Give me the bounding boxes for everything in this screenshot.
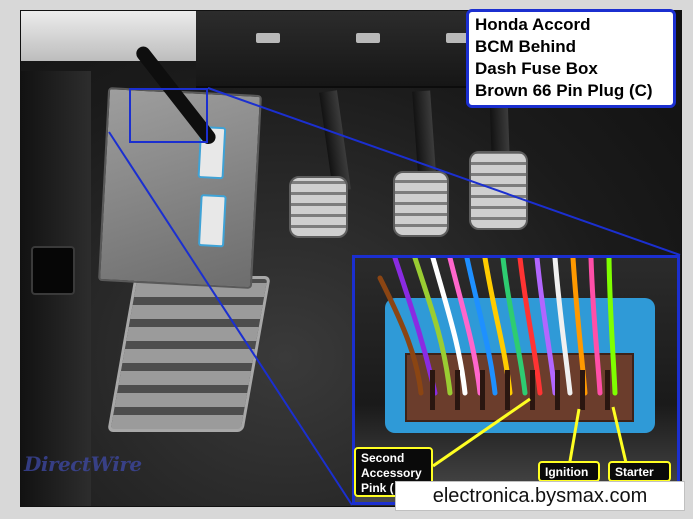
fuse-slot bbox=[256, 33, 280, 43]
center-console bbox=[21, 71, 91, 506]
plug-pin bbox=[505, 370, 510, 410]
fuse-slot bbox=[446, 33, 470, 43]
ignition-label: Ignition bbox=[538, 461, 600, 482]
title-box: Honda Accord BCM Behind Dash Fuse Box Br… bbox=[466, 9, 676, 108]
bcm-connector bbox=[197, 194, 227, 248]
dash-trim-panel bbox=[21, 11, 201, 61]
plug-pin bbox=[555, 370, 560, 410]
brake-pedal bbox=[393, 171, 449, 237]
title-line-location: BCM Behind bbox=[475, 37, 577, 56]
fuse-slot bbox=[356, 33, 380, 43]
second-accessory-label: Second Accessory Pink ( bbox=[354, 447, 433, 497]
plug-pin bbox=[455, 370, 460, 410]
plug-pin bbox=[530, 370, 535, 410]
brown-66-pin-plug bbox=[405, 353, 634, 422]
plug-pin bbox=[580, 370, 585, 410]
accelerator-pedal bbox=[469, 151, 528, 230]
zoom-source-box bbox=[129, 88, 208, 143]
plug-pin bbox=[480, 370, 485, 410]
title-line-plug: Brown 66 Pin Plug (C) bbox=[475, 81, 653, 100]
directwire-logo: DirectWire bbox=[24, 452, 142, 476]
plug-pin bbox=[430, 370, 435, 410]
plug-pin bbox=[605, 370, 610, 410]
title-line-model: Honda Accord bbox=[475, 15, 591, 34]
site-url-banner: electronica.bysmax.com bbox=[395, 481, 685, 511]
dead-pedal-footrest bbox=[107, 276, 271, 432]
title-line-fusebox: Dash Fuse Box bbox=[475, 59, 598, 78]
console-slot bbox=[31, 246, 75, 295]
clutch-pedal bbox=[289, 176, 348, 238]
starter-label: Starter bbox=[608, 461, 671, 482]
